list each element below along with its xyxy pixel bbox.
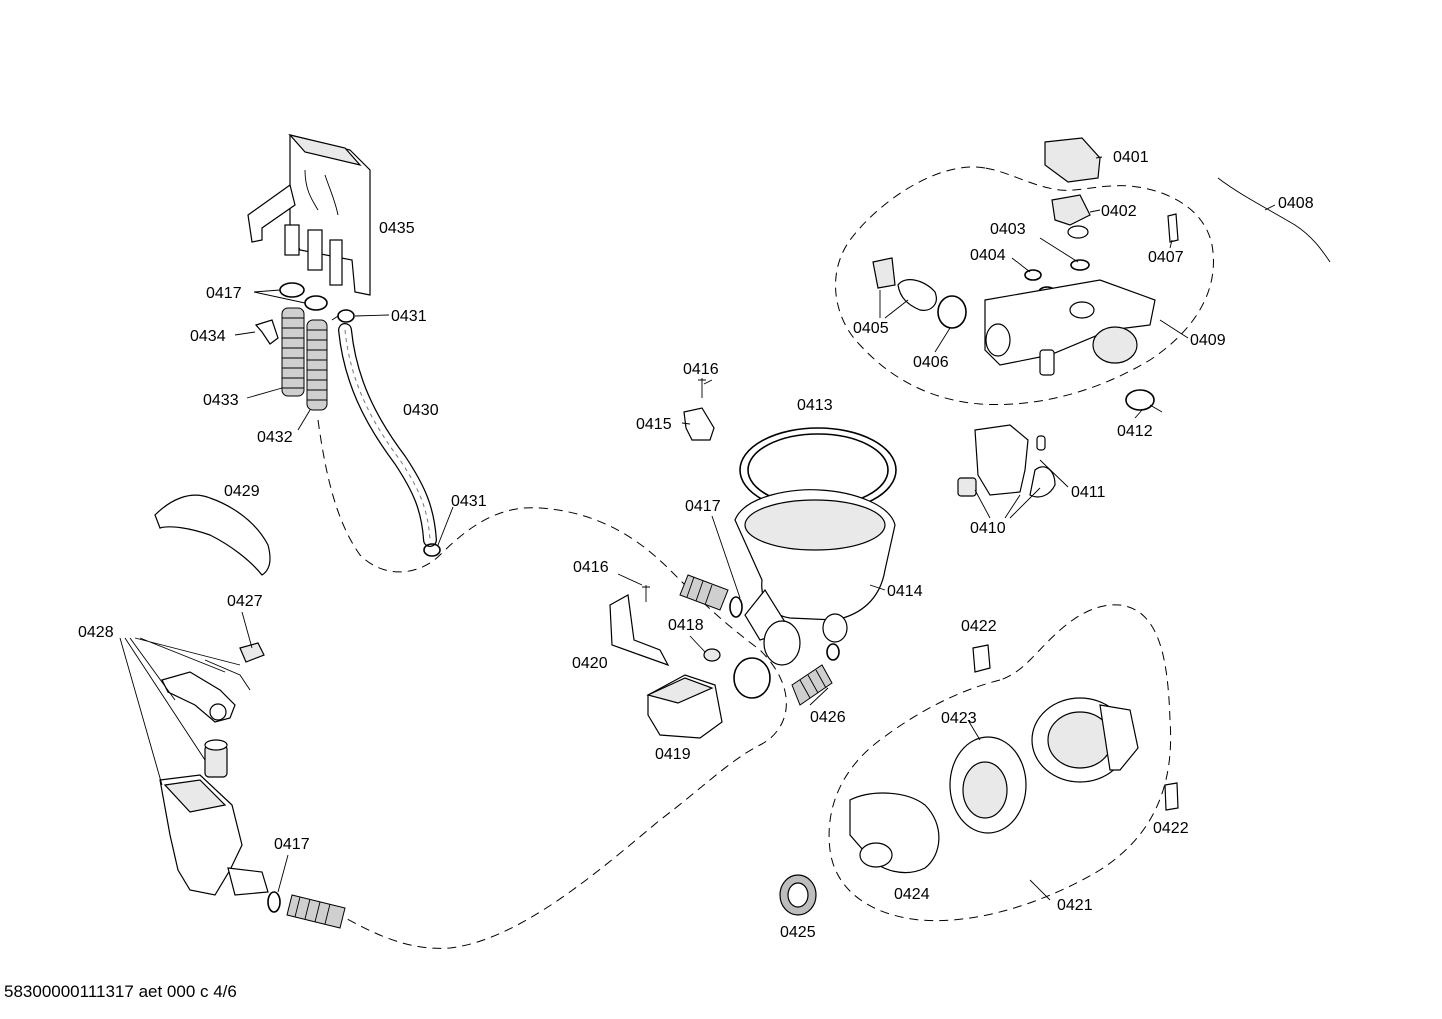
part-0430-hose bbox=[338, 323, 437, 547]
group-outline-0421 bbox=[828, 604, 1172, 922]
label-0406: 0406 bbox=[913, 354, 949, 371]
part-0422-clip-b bbox=[1164, 782, 1179, 811]
label-0417-bottom: 0417 bbox=[274, 836, 310, 853]
part-0409-valve-assembly bbox=[984, 279, 1156, 376]
label-0431-top: 0431 bbox=[391, 308, 427, 325]
part-0420-bracket bbox=[609, 594, 670, 667]
label-0429: 0429 bbox=[224, 483, 260, 500]
label-0425: 0425 bbox=[780, 924, 816, 941]
label-0420: 0420 bbox=[572, 655, 608, 672]
part-0404-oring-a bbox=[1024, 269, 1042, 281]
drawing-reference-footer: 58300000111317 aet 000 c 4/6 bbox=[4, 982, 237, 1001]
label-0424: 0424 bbox=[894, 886, 930, 903]
label-0417-mid: 0417 bbox=[685, 498, 721, 515]
label-0401: 0401 bbox=[1113, 149, 1149, 166]
label-0427: 0427 bbox=[227, 593, 263, 610]
part-0410-housing bbox=[957, 424, 1029, 497]
label-0403: 0403 bbox=[990, 221, 1026, 238]
label-0411: 0411 bbox=[1071, 484, 1106, 501]
part-0419-drain-pump bbox=[646, 674, 723, 739]
part-0426-hose bbox=[791, 643, 840, 706]
label-0414: 0414 bbox=[887, 583, 923, 600]
label-0416-top: 0416 bbox=[683, 361, 719, 378]
label-0428: 0428 bbox=[78, 624, 114, 641]
group-outline-0409 bbox=[835, 166, 1214, 406]
part-0406-seal bbox=[937, 295, 967, 329]
part-corrugated-hose-bottom bbox=[286, 894, 346, 929]
label-0405: 0405 bbox=[853, 320, 889, 337]
part-0411-sensor bbox=[1029, 435, 1056, 498]
leader-lines bbox=[119, 156, 1276, 901]
label-0434: 0434 bbox=[190, 328, 226, 345]
part-0412-clamp bbox=[1125, 389, 1163, 413]
part-0433-corrugated-hose bbox=[281, 307, 305, 397]
label-0431-bottom: 0431 bbox=[451, 493, 487, 510]
part-0415-bracket bbox=[683, 407, 715, 441]
part-0423-impeller-cover bbox=[949, 736, 1027, 834]
label-0421: 0421 bbox=[1057, 897, 1093, 914]
part-0427-connector bbox=[239, 642, 265, 663]
part-0431-clamp-top bbox=[331, 309, 355, 323]
part-0429-cover bbox=[154, 494, 271, 576]
label-0408: 0408 bbox=[1278, 195, 1314, 212]
label-0407: 0407 bbox=[1148, 249, 1184, 266]
label-0422-top: 0422 bbox=[961, 618, 997, 635]
label-0419: 0419 bbox=[655, 746, 691, 763]
part-seal-ring-mid bbox=[733, 657, 771, 699]
part-0428-valve-assembly bbox=[159, 774, 269, 896]
label-0430: 0430 bbox=[403, 402, 439, 419]
part-0432-corrugated-hose bbox=[306, 319, 328, 411]
part-0401-cover bbox=[1044, 137, 1101, 183]
part-0417-hose-middle bbox=[679, 574, 743, 618]
label-0426: 0426 bbox=[810, 709, 846, 726]
part-0428-mechanism bbox=[161, 659, 251, 778]
part-0417-ring-b bbox=[304, 295, 328, 311]
part-0434-clip bbox=[254, 319, 279, 345]
label-0409: 0409 bbox=[1190, 332, 1226, 349]
label-0412: 0412 bbox=[1117, 423, 1153, 440]
part-0408-cable bbox=[1217, 177, 1331, 263]
label-0402: 0402 bbox=[1101, 203, 1137, 220]
part-0435-softener-block bbox=[247, 133, 371, 296]
part-0403-oring bbox=[1070, 259, 1090, 271]
part-0416-screw-a bbox=[698, 378, 706, 398]
part-0402-sensor bbox=[1051, 194, 1091, 239]
label-0413: 0413 bbox=[797, 397, 833, 414]
label-0433: 0433 bbox=[203, 392, 239, 409]
label-0418: 0418 bbox=[668, 617, 704, 634]
part-0417-ring-a bbox=[279, 282, 305, 298]
hose-route-line bbox=[317, 419, 787, 949]
part-0417-ring-bottom bbox=[267, 891, 281, 913]
label-0404: 0404 bbox=[970, 247, 1006, 264]
part-0405-connector bbox=[872, 257, 937, 311]
part-0431-clamp-bottom bbox=[423, 543, 441, 557]
label-0417-top: 0417 bbox=[206, 285, 242, 302]
label-0410: 0410 bbox=[970, 520, 1006, 537]
part-0414-sump bbox=[734, 489, 896, 666]
part-0421-heating-pump bbox=[1031, 697, 1139, 783]
part-0407-clip bbox=[1167, 213, 1179, 243]
label-0422-right: 0422 bbox=[1153, 820, 1189, 837]
part-0424-pump-housing bbox=[849, 792, 940, 874]
label-0416-mid: 0416 bbox=[573, 559, 609, 576]
label-0415: 0415 bbox=[636, 416, 672, 433]
label-0423: 0423 bbox=[941, 710, 977, 727]
part-0418-plug bbox=[703, 648, 721, 662]
part-0422-clip-a bbox=[972, 644, 991, 673]
label-0435: 0435 bbox=[379, 220, 415, 237]
label-0432: 0432 bbox=[257, 429, 293, 446]
part-0416-screw-b bbox=[642, 585, 650, 602]
part-0425-grommet bbox=[779, 874, 817, 916]
